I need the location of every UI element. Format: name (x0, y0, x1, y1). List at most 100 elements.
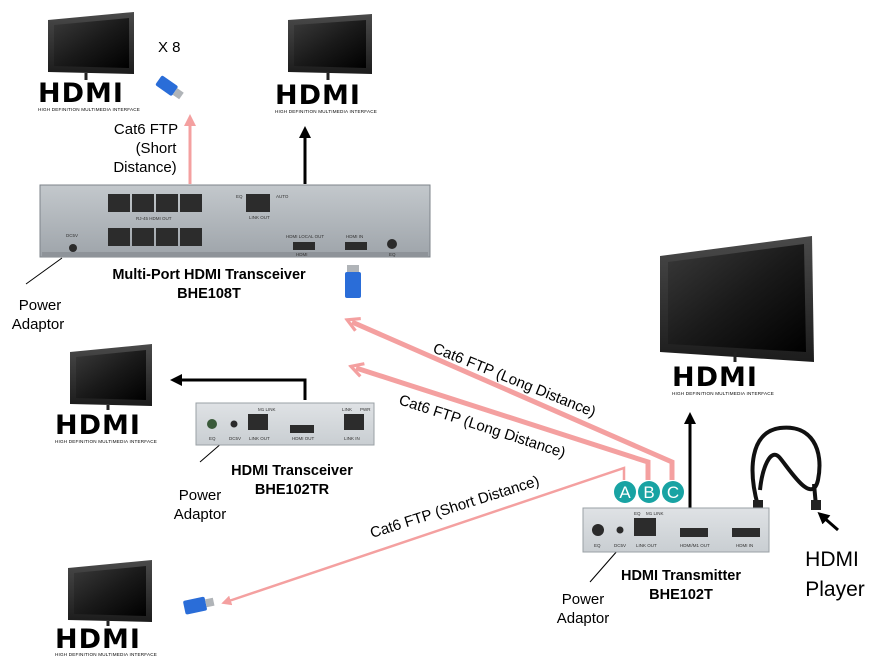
panel-label: HDMI LOCAL OUT (286, 234, 324, 239)
panel-label: EQ (209, 436, 216, 441)
eq-knob (592, 524, 604, 536)
cable-label-line: (Short (136, 140, 178, 157)
bhe102t-title: HDMI Transmitter (621, 568, 741, 584)
hdmi-plug-right (811, 500, 821, 510)
hdmi-logo-tagline: HIGH DEFINITION MULTIMEDIA INTERFACE (672, 391, 774, 396)
arrow-from-player (817, 512, 839, 532)
panel-label: LINK (342, 407, 352, 412)
player-label-line: HDMI (805, 548, 859, 571)
panel-label: HDMI IN (736, 543, 753, 548)
hdmi-cable-icon (750, 425, 822, 507)
bhe102tr-title: HDMI Transceiver (231, 463, 353, 479)
power-label-line: Adaptor (12, 316, 65, 333)
hdmi-logo-bottom-left: HDMI HIGH DEFINITION MULTIMEDIA INTERFAC… (55, 624, 157, 657)
power-label-line: Power (562, 591, 605, 608)
bhe108t-panel: DC5V RJ-45 HDMI OUT EQ AUTO LINK OUT HDM… (39, 184, 431, 258)
panel-label: LINK OUT (249, 436, 270, 441)
panel-label: EQ (236, 194, 243, 199)
badge-b: B (638, 481, 660, 503)
bhe108t-model: BHE108T (177, 286, 241, 302)
hdmi-dongle-top (155, 75, 184, 100)
multiplier-label: X 8 (158, 39, 181, 56)
panel-label: RJ-45 HDMI OUT (136, 216, 172, 221)
hdmi-logo-top-center: HDMI HIGH DEFINITION MULTIMEDIA INTERFAC… (275, 80, 377, 114)
panel-label: DC5V (66, 233, 78, 238)
hdmi-logo-text: HDMI (672, 362, 758, 393)
cable-label-line: Cat6 FTP (114, 121, 178, 138)
cable-short-c (221, 466, 626, 606)
power-label-line: Power (179, 487, 222, 504)
bhe102tr-model: BHE102TR (255, 482, 330, 498)
dc-jack (69, 244, 77, 252)
hdmi-logo-tagline: HIGH DEFINITION MULTIMEDIA INTERFACE (38, 107, 140, 112)
link-out-port (634, 518, 656, 536)
hdmi-out-port (680, 528, 708, 537)
player-label-line: Player (805, 578, 865, 601)
hdmi-logo-text: HDMI (55, 624, 141, 655)
panel-label: HDMI/M1 OUT (680, 543, 710, 548)
hdmi-logo-top-left: HDMI HIGH DEFINITION MULTIMEDIA INTERFAC… (38, 78, 140, 112)
panel-label: LINK OUT (249, 215, 270, 220)
dc-jack (230, 420, 238, 428)
pointer-power-1 (25, 257, 63, 285)
power-adaptor-label-2: Power Adaptor (174, 487, 227, 523)
dc-jack (616, 526, 624, 534)
panel-label: PWR (360, 407, 371, 412)
tv-top-left (48, 12, 134, 80)
bhe102t-panel: EQ DC5V EQ M1 LINK LINK OUT HDMI/M1 OUT … (582, 507, 770, 553)
hdmi-logo-text: HDMI (55, 410, 141, 441)
cable-label-line: Distance) (113, 159, 176, 176)
panel-label: HDMI (296, 252, 308, 257)
hdmi-logo-text: HDMI (38, 78, 124, 109)
hdmi-logo-tagline: HIGH DEFINITION MULTIMEDIA INTERFACE (55, 439, 157, 444)
arrow-to-middle-left-tv (170, 374, 307, 400)
hdmi-logo-right: HDMI HIGH DEFINITION MULTIMEDIA INTERFAC… (672, 362, 774, 396)
power-label-line: Adaptor (174, 506, 227, 523)
eq-knob (387, 239, 397, 249)
tv-large-right (660, 236, 814, 362)
panel-label: EQ (389, 252, 396, 257)
bhe102t-model: BHE102T (649, 587, 713, 603)
panel-label: EQ (594, 543, 601, 548)
hdmi-dongle-center (345, 265, 361, 298)
badge-c: C (662, 481, 684, 503)
rj45-row-top (108, 194, 202, 212)
panel-label: DC5V (229, 436, 241, 441)
panel-label: DC5V (614, 543, 626, 548)
cable-long-a (352, 322, 675, 480)
hdmi-logo-tagline: HIGH DEFINITION MULTIMEDIA INTERFACE (55, 652, 157, 657)
cable-short-c-label: Cat6 FTP (Short Distance) (368, 473, 541, 542)
hdmi-logo-tagline: HIGH DEFINITION MULTIMEDIA INTERFACE (275, 109, 377, 114)
pointer-power-3 (589, 549, 619, 583)
badge-label: C (667, 483, 679, 502)
tv-bottom-left (68, 560, 152, 626)
power-adaptor-label-3: Power Adaptor (557, 591, 610, 627)
badge-a: A (614, 481, 636, 503)
tv-middle-left (70, 344, 152, 410)
hdmi-plug-left (753, 500, 763, 510)
panel-label: AUTO (276, 194, 289, 199)
power-adaptor-label-1: Power Adaptor (12, 297, 65, 333)
link-out-port (248, 414, 268, 430)
panel-label: M1 LINK (646, 511, 664, 516)
bhe102tr-panel: EQ DC5V M1 LINK LINK OUT HDMI OUT LINK P… (195, 402, 375, 446)
panel-label: HDMI OUT (292, 436, 314, 441)
eq-knob (207, 419, 217, 429)
cable-short-top-label: Cat6 FTP (Short Distance) (113, 121, 178, 176)
power-label-line: Adaptor (557, 610, 610, 627)
hdmi-in-port (732, 528, 760, 537)
hdmi-logo-text: HDMI (275, 80, 361, 111)
panel-label: M1 LINK (258, 407, 276, 412)
hdmi-logo-middle-left: HDMI HIGH DEFINITION MULTIMEDIA INTERFAC… (55, 410, 157, 444)
hdmi-out-port (290, 425, 314, 433)
panel-label: LINK OUT (636, 543, 657, 548)
panel-label: HDMI IN (346, 234, 363, 239)
hdmi-dongle-bottom (183, 596, 215, 615)
hdmi-in-port (345, 242, 367, 250)
badge-label: A (619, 483, 631, 502)
panel-label: LINK IN (344, 436, 360, 441)
cable-long-b (356, 368, 651, 480)
hdmi-player-label: HDMI Player (805, 548, 865, 601)
power-label-line: Power (19, 297, 62, 314)
panel-label: EQ (634, 511, 641, 516)
